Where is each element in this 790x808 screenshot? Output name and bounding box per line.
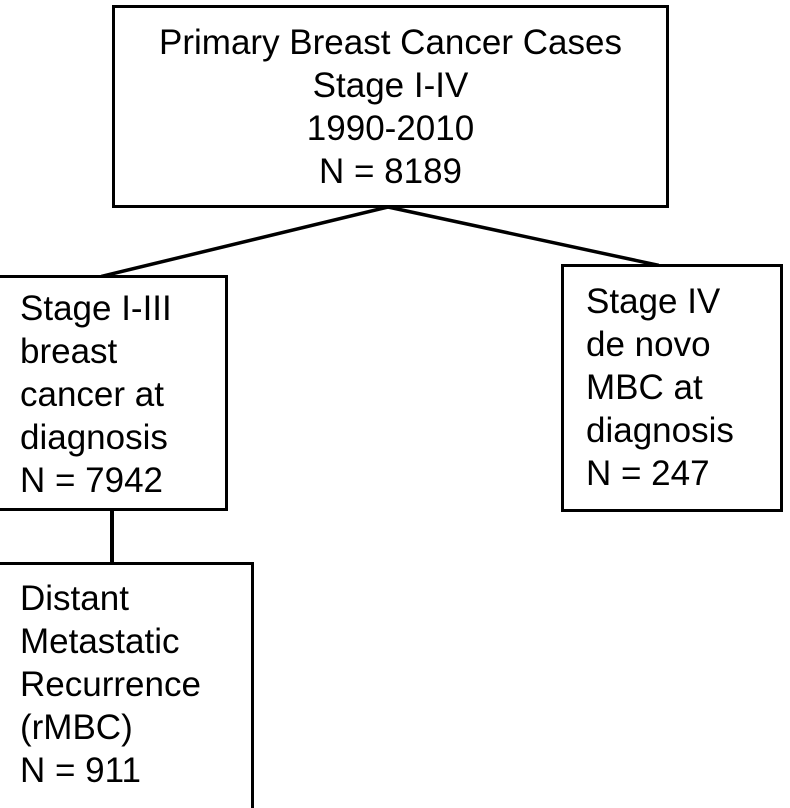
edge-root-to-stage-i-iii bbox=[100, 204, 391, 279]
node-stage-iv-de-novo-mbc: Stage IV de novo MBC at diagnosis N = 24… bbox=[561, 264, 783, 512]
edge-root-to-stage-iv bbox=[385, 204, 660, 268]
node-primary-breast-cancer-cases: Primary Breast Cancer Cases Stage I-IV 1… bbox=[112, 5, 669, 208]
node-stage-i-iii-breast-cancer: Stage I-III breast cancer at diagnosis N… bbox=[0, 275, 228, 511]
node-distant-metastatic-recurrence: Distant Metastatic Recurrence (rMBC) N =… bbox=[0, 562, 254, 808]
